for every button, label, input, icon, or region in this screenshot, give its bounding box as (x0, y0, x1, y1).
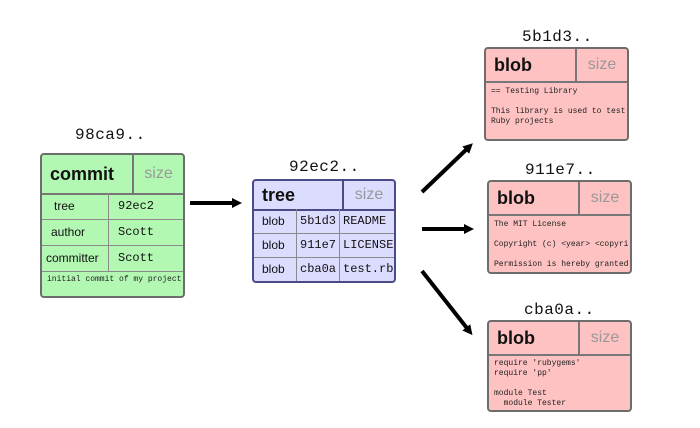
commit-row-value: Scott (108, 219, 183, 245)
arrow-tree-to-blob-3 (420, 269, 473, 336)
tree-entry-sha: 911e7 (296, 233, 339, 257)
commit-row-value: 92ec2 (108, 193, 183, 219)
blob-header: blob size (489, 322, 630, 356)
tree-header: tree size (254, 181, 394, 211)
blob-hash: 5b1d3.. (522, 28, 593, 46)
blob-content: The MIT License Copyright (c) <year> <co… (494, 220, 628, 269)
tree-entry-sha: cba0a (296, 257, 339, 281)
commit-row-value: Scott (108, 245, 183, 271)
commit-message: initial commit of my project (47, 275, 181, 284)
tree-entry: blob 911e7 LICENSE (254, 233, 394, 258)
tree-entry-type: blob (262, 238, 285, 252)
tree-type-label: tree (262, 184, 296, 205)
blob-object: blob size The MIT License Copyright (c) … (487, 180, 632, 274)
blob-size-label: size (575, 49, 627, 81)
blob-type-label: blob (497, 327, 535, 348)
commit-row-committer: committer Scott (42, 245, 183, 272)
tree-object: tree size blob 5b1d3 README blob 911e7 L… (252, 179, 396, 283)
commit-row-key: author (51, 225, 86, 239)
arrow-tree-to-blob-1 (420, 143, 473, 194)
commit-size-label: size (132, 155, 183, 193)
blob-header: blob size (486, 49, 627, 83)
blob-type-label: blob (497, 187, 535, 208)
tree-entry-name: test.rb (339, 257, 394, 281)
blob-header: blob size (489, 182, 630, 216)
tree-entry-name: LICENSE (339, 233, 394, 257)
commit-object: commit size tree 92ec2 author Scott comm… (40, 153, 185, 298)
blob-object: blob size require 'rubygems' require 'pp… (487, 320, 632, 412)
blob-object: blob size == Testing Library This librar… (484, 47, 629, 141)
tree-entry-name: README (339, 209, 394, 233)
commit-row-key: committer (46, 251, 99, 265)
commit-row-author: author Scott (42, 219, 183, 246)
commit-type-label: commit (50, 163, 115, 184)
tree-entry-sha: 5b1d3 (296, 209, 339, 233)
tree-entry-type: blob (262, 262, 285, 276)
tree-entry: blob cba0a test.rb (254, 257, 394, 281)
blob-content: require 'rubygems' require 'pp' module T… (494, 359, 581, 408)
blob-size-label: size (578, 182, 630, 214)
blob-content: == Testing Library This library is used … (491, 87, 625, 126)
tree-entry-type: blob (262, 214, 285, 228)
tree-entry: blob 5b1d3 README (254, 209, 394, 234)
commit-row-key: tree (54, 199, 75, 213)
commit-header: commit size (42, 155, 183, 195)
blob-size-label: size (578, 322, 630, 354)
tree-hash: 92ec2.. (289, 158, 360, 176)
blob-hash: cba0a.. (524, 301, 595, 319)
commit-hash: 98ca9.. (75, 126, 146, 144)
tree-size-label: size (342, 181, 394, 209)
blob-type-label: blob (494, 54, 532, 75)
blob-hash: 911e7.. (525, 161, 596, 179)
commit-row-tree: tree 92ec2 (42, 193, 183, 220)
